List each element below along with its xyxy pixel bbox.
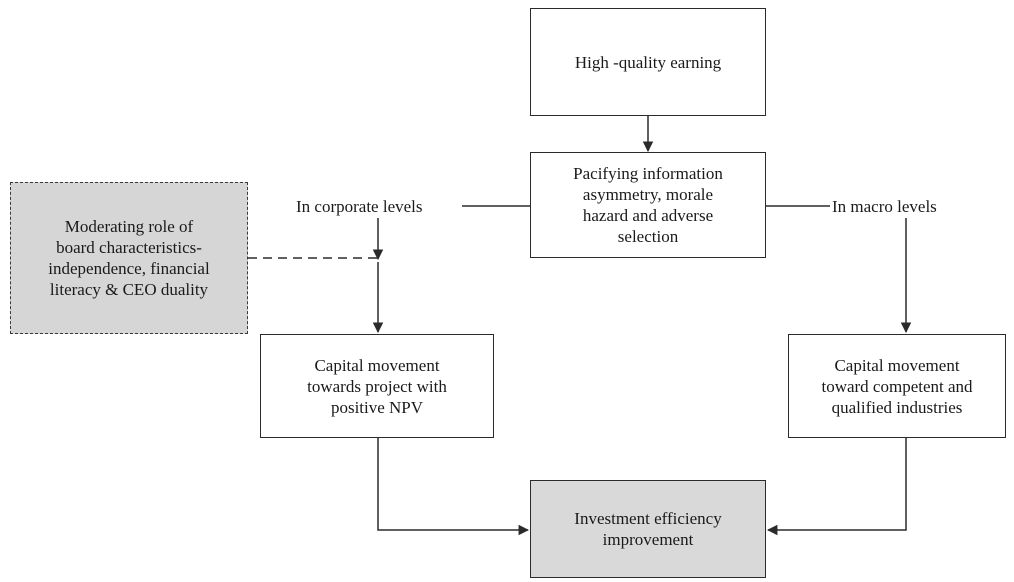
capital-project-text: Capital movement towards project with po… <box>307 355 447 417</box>
high-quality-earning-box: High -quality earning <box>530 8 766 116</box>
arrow-project-to-investment <box>377 437 530 536</box>
corporate-levels-label: In corporate levels <box>294 196 425 217</box>
macro-levels-label: In macro levels <box>830 196 939 217</box>
arrow-industries-to-investment <box>766 437 907 536</box>
investment-efficiency-text: Investment efficiency improvement <box>574 509 722 549</box>
pacifying-box: Pacifying information asymmetry, morale … <box>530 152 766 258</box>
pacifying-text: Pacifying information asymmetry, morale … <box>573 164 723 246</box>
capital-project-box: Capital movement towards project with po… <box>260 334 494 438</box>
capital-industries-box: Capital movement toward competent and qu… <box>788 334 1006 438</box>
capital-industries-text: Capital movement toward competent and qu… <box>821 355 973 417</box>
moderating-role-box: Moderating role of board characteristics… <box>10 182 248 334</box>
moderating-role-text: Moderating role of board characteristics… <box>48 217 210 299</box>
investment-efficiency-box: Investment efficiency improvement <box>530 480 766 578</box>
high-quality-earning-text: High -quality earning <box>574 52 722 72</box>
